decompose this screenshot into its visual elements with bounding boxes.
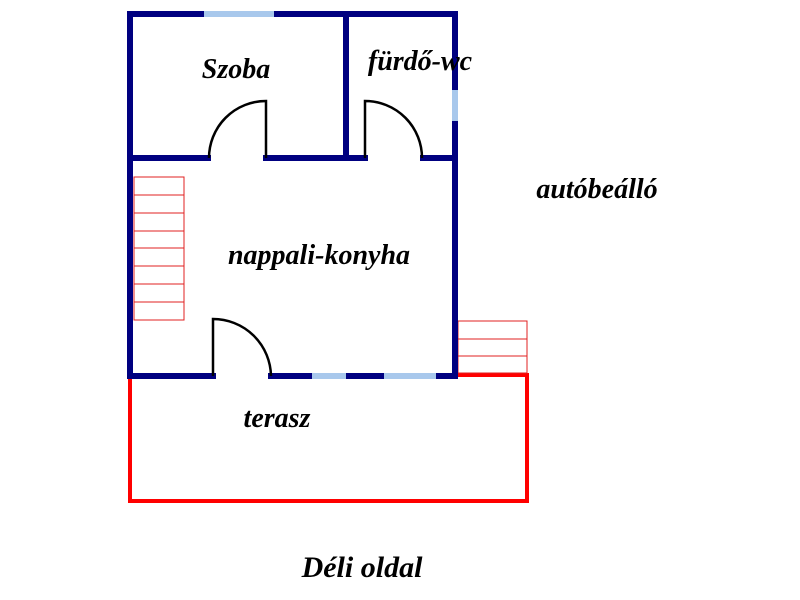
indoor-stairs [133,176,185,321]
walls [127,11,458,379]
outdoor-stairs [457,320,528,374]
room-label-nappali-konyha: nappali-konyha [228,240,410,271]
door-entrance [211,317,273,377]
room-label-furdo-wc: fürdő-wc [368,46,473,77]
windows [204,11,458,379]
room-label-szoba: Szoba [202,54,270,85]
doors [207,99,424,377]
area-label-terasz: terasz [244,403,311,434]
terrace-outline [128,373,529,503]
door-szoba [207,99,268,159]
orientation-label-deli-oldal: Déli oldal [301,551,423,584]
door-furdo [363,99,424,159]
area-label-autobeallo: autóbeálló [536,174,657,205]
